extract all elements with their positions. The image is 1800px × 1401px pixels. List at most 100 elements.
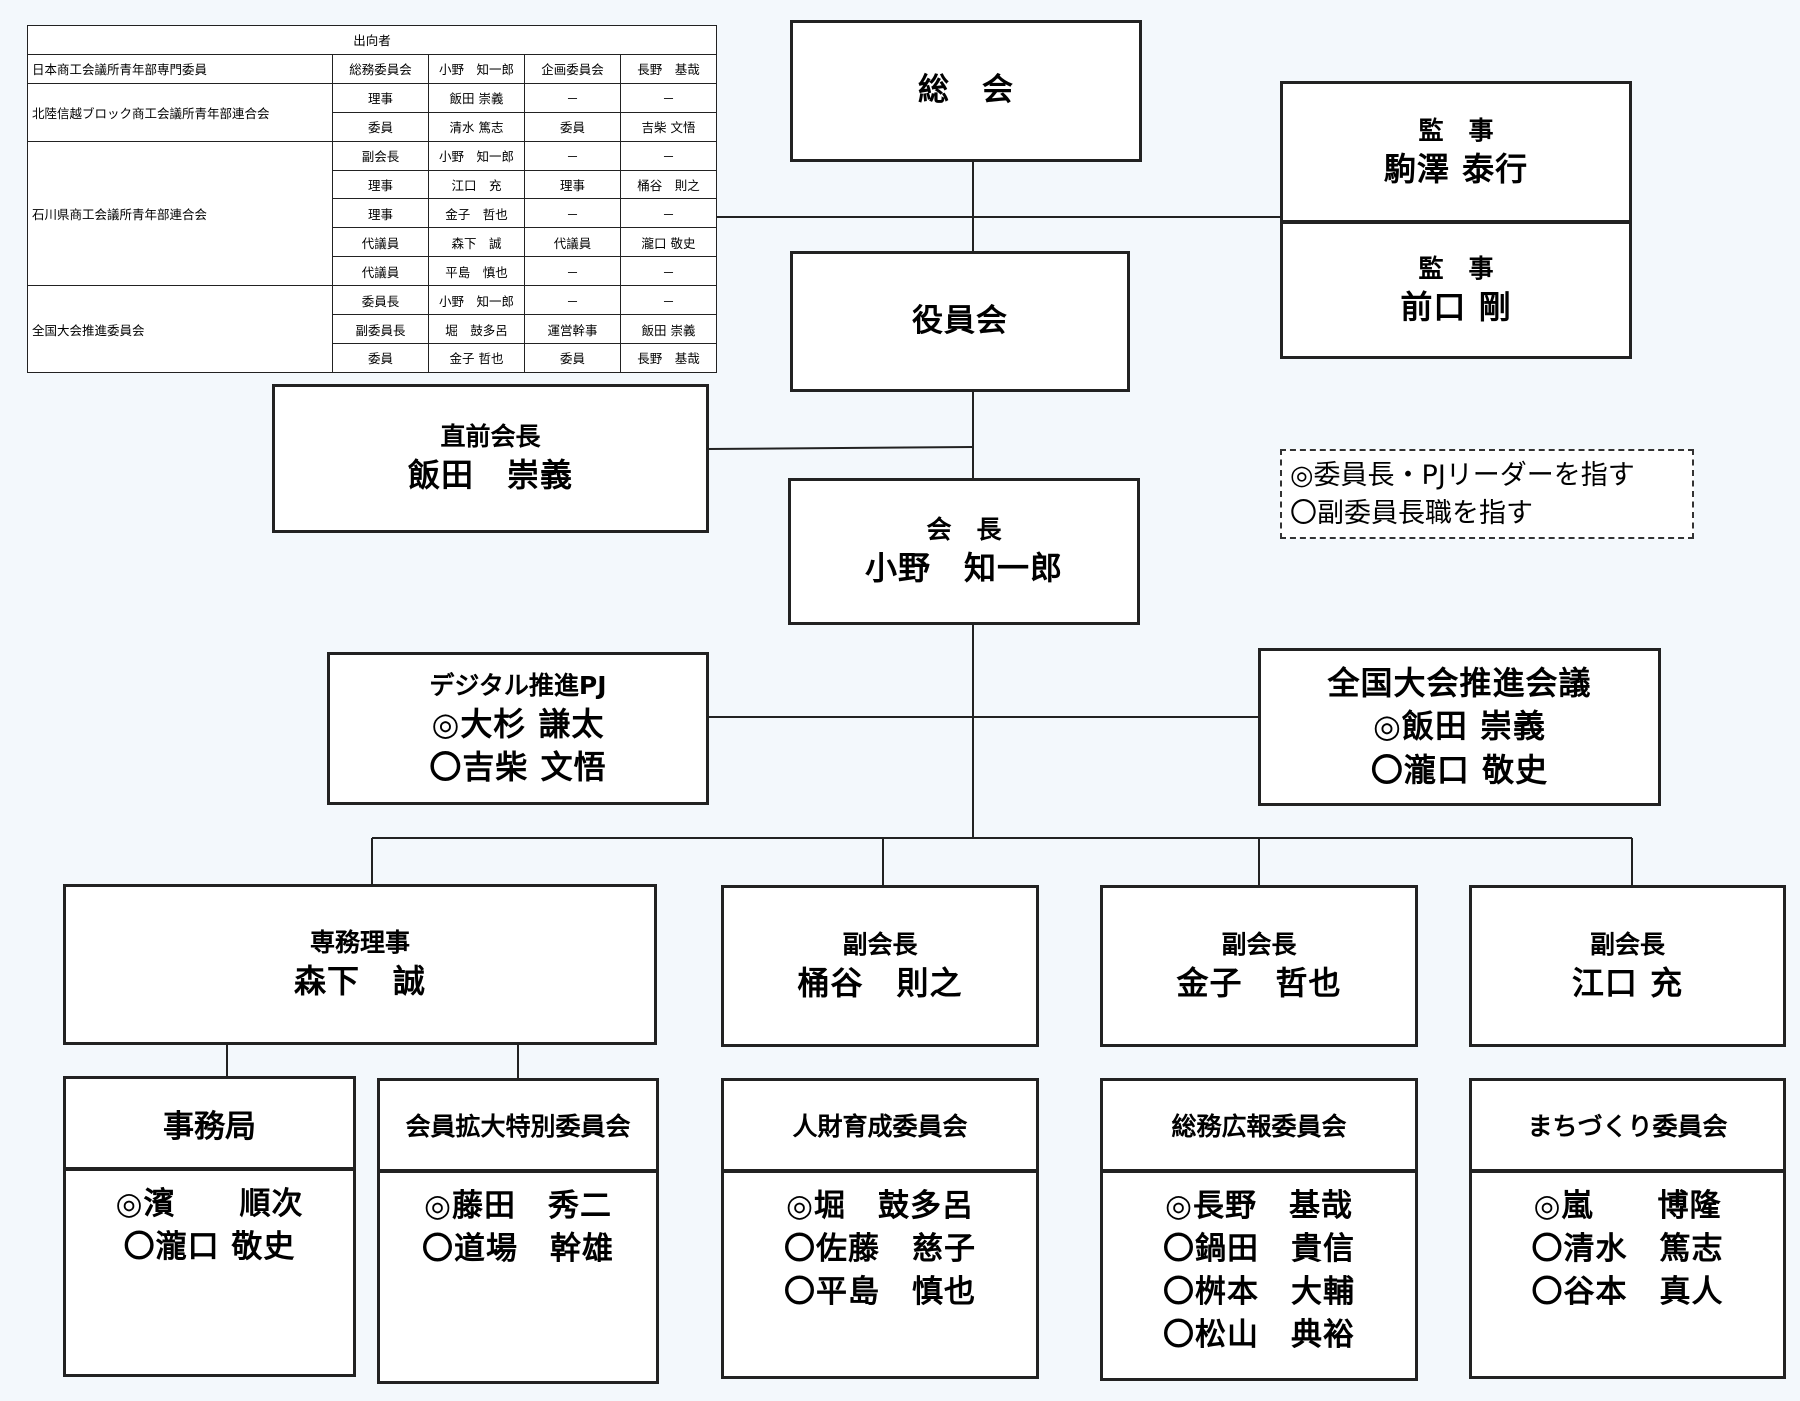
table-row: 石川県商工会議所青年部連合会副会長小野 知一郎－－: [27, 140, 718, 287]
member: 〇清水 篤志: [1531, 1231, 1724, 1267]
kansa-1: 監 事 駒澤 泰行: [1283, 84, 1629, 220]
fukukaicho-1-box: 副会長 桶谷 則之: [721, 885, 1039, 1047]
dispatch-cell: 理事: [332, 198, 429, 229]
digital-pj-role: デジタル推進PJ: [429, 670, 607, 700]
dispatch-table: 出向者日本商工会議所青年部専門委員総務委員会小野 知一郎企画委員会長野 基哉北陸…: [26, 25, 718, 374]
dispatch-org: 日本商工会議所青年部専門委員: [27, 53, 333, 84]
dispatch-cell: 委員: [332, 342, 429, 374]
dispatch-cell: 委員: [332, 111, 429, 142]
zenkoku-box: 全国大会推進会議 ◎飯田 崇義 〇瀧口 敬史: [1258, 648, 1661, 806]
dispatch-cell: 理事: [332, 82, 429, 113]
member: 〇桝本 大輔: [1163, 1274, 1355, 1310]
digital-pj-sub: 〇吉柴 文悟: [429, 748, 607, 786]
dispatch-cell: 清水 篤志: [428, 111, 525, 142]
dispatch-cell: 運営幹事: [524, 314, 621, 344]
committee-jimukyoku-members: ◎濱 順次 〇瀧口 敬史: [66, 1171, 353, 1269]
dispatch-cell: －: [619, 82, 718, 113]
member: 〇谷本 真人: [1531, 1274, 1724, 1310]
committee-jinzai-members: ◎堀 鼓多呂 〇佐藤 慈子 〇平島 慎也: [724, 1173, 1036, 1314]
committee-soumu-title: 総務広報委員会: [1103, 1081, 1415, 1173]
dispatch-cell: 森下 誠: [428, 227, 525, 258]
dispatch-cell: 委員長: [332, 285, 429, 316]
legend-line-2: 〇副委員長職を指す: [1290, 498, 1533, 529]
kaicho-name: 小野 知一郎: [864, 549, 1063, 588]
zenkoku-role: 全国大会推進会議: [1327, 664, 1592, 703]
committee-jinzai: 人財育成委員会 ◎堀 鼓多呂 〇佐藤 慈子 〇平島 慎也: [721, 1078, 1039, 1379]
table-row: 副委員長堀 鼓多呂運営幹事飯田 崇義: [28, 314, 718, 344]
legend-line-1: ◎委員長・PJリーダーを指す: [1290, 460, 1635, 491]
kansa-2-role: 監 事: [1418, 253, 1494, 283]
dispatch-cell: 副会長: [332, 140, 429, 171]
dispatch-cell: 吉柴 文悟: [619, 111, 718, 142]
committee-jinzai-title: 人財育成委員会: [724, 1081, 1036, 1173]
table-row: 代議員森下 誠代議員瀧口 敬史: [28, 227, 718, 258]
dispatch-cell: 金子 哲也: [428, 342, 525, 374]
fukukaicho-2-name: 金子 哲也: [1176, 963, 1342, 1002]
member: ◎長野 基哉: [1164, 1188, 1354, 1224]
table-row: 全国大会推進委員会委員長小野 知一郎－－: [27, 285, 718, 373]
member: 〇佐藤 慈子: [784, 1231, 976, 1267]
dispatch-cell: 総務委員会: [332, 53, 429, 84]
dispatch-cell: 瀧口 敬史: [619, 227, 718, 258]
dispatch-cell: 委員: [524, 111, 621, 142]
kansa-2-name: 前口 剛: [1400, 287, 1512, 326]
member: ◎堀 鼓多呂: [785, 1188, 975, 1224]
dispatch-cell: －: [524, 198, 621, 229]
table-row: 日本商工会議所青年部専門委員総務委員会小野 知一郎企画委員会長野 基哉: [27, 53, 718, 84]
table-row: 理事金子 哲也－－: [28, 198, 718, 229]
committee-jimukyoku-title: 事務局: [66, 1079, 353, 1171]
dispatch-cell: －: [619, 256, 718, 287]
kaicho-box: 会 長 小野 知一郎: [788, 478, 1140, 625]
yakuinkai-box: 役員会: [790, 251, 1130, 392]
dispatch-cell: 代議員: [332, 227, 429, 258]
senmu-name: 森下 誠: [293, 962, 426, 1001]
member: 〇松山 典裕: [1163, 1317, 1355, 1353]
dispatch-cell: 代議員: [332, 256, 429, 287]
dispatch-header-row: 出向者: [26, 25, 718, 55]
fukukaicho-2-role: 副会長: [1221, 929, 1297, 959]
dispatch-cell: 江口 充: [428, 169, 525, 200]
kansa-box: 監 事 駒澤 泰行 監 事 前口 剛: [1280, 81, 1632, 359]
member: 〇鍋田 貴信: [1163, 1231, 1355, 1267]
dispatch-cell: 小野 知一郎: [428, 53, 525, 84]
zenkoku-leader: ◎飯田 崇義: [1372, 707, 1547, 746]
dispatch-cell: －: [524, 256, 621, 287]
dispatch-cell: －: [619, 198, 718, 229]
dispatch-cell: 副委員長: [332, 314, 429, 344]
member: 〇道場 幹雄: [422, 1231, 614, 1267]
dispatch-cell: 理事: [332, 169, 429, 200]
dispatch-cell: 小野 知一郎: [428, 285, 525, 316]
dispatch-org: 石川県商工会議所青年部連合会: [27, 140, 333, 287]
soukai-label: 総 会: [918, 72, 1014, 109]
dispatch-cell: 長野 基哉: [619, 342, 718, 374]
digital-pj-box: デジタル推進PJ ◎大杉 謙太 〇吉柴 文悟: [327, 652, 709, 805]
committee-soumu: 総務広報委員会 ◎長野 基哉 〇鍋田 貴信 〇桝本 大輔 〇松山 典裕: [1100, 1078, 1418, 1381]
fukukaicho-1-role: 副会長: [842, 929, 918, 959]
dispatch-cell: 金子 哲也: [428, 198, 525, 229]
committee-machi-title: まちづくり委員会: [1472, 1081, 1783, 1173]
member: 〇平島 慎也: [784, 1274, 976, 1310]
dispatch-cell: 企画委員会: [524, 53, 621, 84]
dispatch-header: 出向者: [26, 25, 718, 55]
dispatch-cell: 平島 慎也: [428, 256, 525, 287]
table-row: 北陸信越ブロック商工会議所青年部連合会理事飯田 崇義－－: [27, 82, 718, 142]
dispatch-cell: 小野 知一郎: [428, 140, 525, 171]
chokuzen-name: 飯田 崇義: [407, 456, 573, 495]
dispatch-cell: 委員: [524, 342, 621, 374]
committee-kakudai-title: 会員拡大特別委員会: [380, 1081, 656, 1173]
committee-soumu-members: ◎長野 基哉 〇鍋田 貴信 〇桝本 大輔 〇松山 典裕: [1103, 1173, 1415, 1357]
chokuzen-role: 直前会長: [440, 422, 541, 452]
dispatch-org: 北陸信越ブロック商工会議所青年部連合会: [27, 82, 333, 142]
senmu-role: 専務理事: [309, 928, 410, 958]
fukukaicho-3-role: 副会長: [1589, 929, 1665, 959]
yakuinkai-label: 役員会: [912, 302, 1008, 339]
dispatch-org: 全国大会推進委員会: [27, 285, 333, 373]
committee-kakudai-members: ◎藤田 秀二 〇道場 幹雄: [380, 1173, 656, 1271]
committee-machi: まちづくり委員会 ◎嵐 博隆 〇清水 篤志 〇谷本 真人: [1469, 1078, 1786, 1379]
dispatch-cell: －: [524, 140, 621, 171]
kansa-2: 監 事 前口 剛: [1283, 220, 1629, 356]
zenkoku-sub: 〇瀧口 敬史: [1370, 750, 1549, 789]
legend-box: ◎委員長・PJリーダーを指す 〇副委員長職を指す: [1280, 449, 1694, 539]
dispatch-cell: 長野 基哉: [619, 53, 718, 84]
